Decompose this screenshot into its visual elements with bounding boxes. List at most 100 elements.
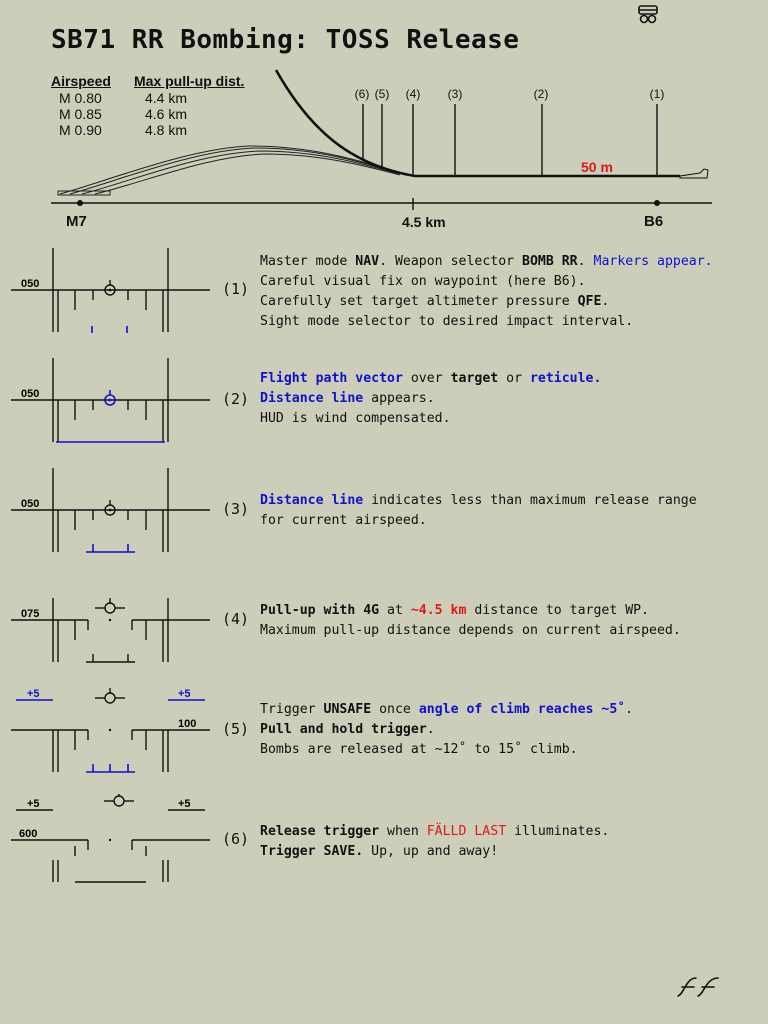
- text-segment: Pull-up with 4G: [260, 603, 380, 618]
- waypoint-m7-label: M7: [66, 213, 87, 230]
- hud-left-value: 050: [21, 498, 39, 510]
- hud-left-value: 050: [21, 388, 39, 400]
- step-label-4: (4): [222, 610, 250, 628]
- step-label-5: (5): [222, 720, 250, 738]
- table-dist-1: 4.6 km: [145, 106, 188, 122]
- step-line: Trigger UNSAFE once angle of climb reach…: [260, 700, 633, 720]
- step-line: Distance line appears.: [260, 389, 601, 409]
- text-segment: for current airspeed.: [260, 513, 427, 528]
- text-segment: Trigger SAVE.: [260, 844, 364, 859]
- step-line: Flight path vector over target or reticu…: [260, 369, 601, 389]
- release-zone: [57, 190, 111, 196]
- text-segment: BOMB RR: [522, 254, 578, 269]
- text-segment: Release trigger: [260, 824, 380, 839]
- text-segment: .: [625, 702, 634, 717]
- step-line: Pull-up with 4G at ~4.5 km distance to t…: [260, 601, 681, 621]
- step-text-4: Pull-up with 4G at ~4.5 km distance to t…: [260, 601, 681, 641]
- step-text-6: Release trigger when FÄLLD LAST illumina…: [260, 822, 609, 862]
- text-segment: Master mode: [260, 254, 356, 269]
- step-text-2: Flight path vector over target or reticu…: [260, 369, 601, 429]
- flight-profile-diagram: (6) (5) (4) (3) (2) (1) 50 m M7 4.5 km B…: [51, 69, 712, 230]
- hud-pitch-left: +5: [27, 798, 40, 810]
- step-label-2: (2): [222, 390, 250, 408]
- aircraft-icon: [679, 168, 709, 179]
- step-line: Master mode NAV. Weapon selector BOMB RR…: [260, 252, 713, 272]
- text-segment: target: [450, 371, 499, 386]
- hud-pitch-right: +5: [178, 798, 191, 810]
- step-text-3: Distance line indicates less than maximu…: [260, 491, 697, 531]
- distance-label: 4.5 km: [402, 214, 446, 230]
- hud-pitch-left: +5: [27, 688, 40, 700]
- step-line: Sight mode selector to desired impact in…: [260, 312, 713, 332]
- hud-diagram-5: +5 +5 100: [11, 688, 210, 773]
- waypoint-b6-label: B6: [644, 213, 663, 230]
- text-segment: .: [577, 254, 594, 269]
- table-speed-0: M 0.80: [59, 90, 102, 106]
- author-signature: [677, 977, 719, 997]
- text-segment: . Weapon selector: [379, 254, 523, 269]
- table-dist-0: 4.4 km: [145, 90, 188, 106]
- text-segment: .: [426, 722, 435, 737]
- text-segment: Carefully set target altimeter pressure: [260, 294, 578, 309]
- table-header-pullup: Max pull-up dist.: [134, 73, 245, 89]
- marker-label-1: (1): [650, 87, 665, 101]
- hud-diagram-6: +5 +5 600: [11, 794, 210, 883]
- bomb-trajectory: [59, 145, 396, 195]
- step-line: Pull and hold trigger.: [260, 720, 633, 740]
- step-text-5: Trigger UNSAFE once angle of climb reach…: [260, 700, 633, 760]
- hud-diagram-4: 075: [11, 598, 210, 663]
- marker-label-4: (4): [406, 87, 421, 101]
- text-segment: Bombs are released at ~12˚ to 15˚ climb.: [260, 742, 578, 757]
- step-text-1: Master mode NAV. Weapon selector BOMB RR…: [260, 252, 713, 332]
- marker-label-2: (2): [534, 87, 549, 101]
- hud-left-value: 050: [21, 278, 39, 290]
- text-segment: or: [498, 371, 530, 386]
- step-line: Bombs are released at ~12˚ to 15˚ climb.: [260, 740, 633, 760]
- step-label-1: (1): [222, 280, 250, 298]
- text-segment: once: [371, 702, 419, 717]
- step-line: HUD is wind compensated.: [260, 409, 601, 429]
- aircraft-flight-path: [274, 69, 680, 178]
- text-segment: Markers appear.: [593, 254, 713, 269]
- text-segment: indicates less than maximum release rang…: [363, 493, 697, 508]
- text-segment: illuminates.: [506, 824, 610, 839]
- bomb-trajectory: [94, 153, 401, 195]
- hud-diagram-2: 050: [11, 358, 210, 443]
- table-speed-1: M 0.85: [59, 106, 102, 122]
- step-line: Careful visual fix on waypoint (here B6)…: [260, 272, 713, 292]
- text-segment: appears.: [363, 391, 435, 406]
- text-segment: angle of climb reaches ~5˚: [418, 702, 626, 717]
- hud-right-value: 100: [178, 718, 196, 730]
- waypoint-b6-dot: [654, 200, 660, 206]
- aircraft-symbol-icon: [638, 5, 658, 24]
- hud-diagram-3: 050: [11, 468, 210, 553]
- step-line: Carefully set target altimeter pressure …: [260, 292, 713, 312]
- text-segment: when: [379, 824, 427, 839]
- step-label-6: (6): [222, 830, 250, 848]
- text-segment: .: [601, 294, 610, 309]
- hud-pitch-right: +5: [178, 688, 191, 700]
- bomb-trajectory: [69, 147, 398, 195]
- table-header-airspeed: Airspeed: [51, 73, 111, 89]
- step-label-3: (3): [222, 500, 250, 518]
- step-line: Trigger SAVE. Up, up and away!: [260, 842, 609, 862]
- text-segment: at: [379, 603, 411, 618]
- table-speed-2: M 0.90: [59, 122, 102, 138]
- text-segment: HUD is wind compensated.: [260, 411, 451, 426]
- text-segment: Distance line: [260, 493, 364, 508]
- page-title: SB71 RR Bombing: TOSS Release: [51, 25, 520, 55]
- marker-label-3: (3): [448, 87, 463, 101]
- step-line: for current airspeed.: [260, 511, 697, 531]
- text-segment: NAV: [355, 254, 380, 269]
- text-segment: Careful visual fix on waypoint (here B6)…: [260, 274, 586, 289]
- waypoint-m7-dot: [77, 200, 83, 206]
- hud-left-value: 600: [19, 828, 37, 840]
- text-segment: Flight path vector: [260, 371, 403, 386]
- altitude-label: 50 m: [581, 159, 613, 175]
- hud-diagram-1: 050: [11, 248, 210, 333]
- marker-label-5: (5): [375, 87, 390, 101]
- text-segment: reticule.: [529, 371, 602, 386]
- hud-left-value: 075: [21, 608, 39, 620]
- text-segment: Trigger: [260, 702, 324, 717]
- text-segment: distance to target WP.: [466, 603, 650, 618]
